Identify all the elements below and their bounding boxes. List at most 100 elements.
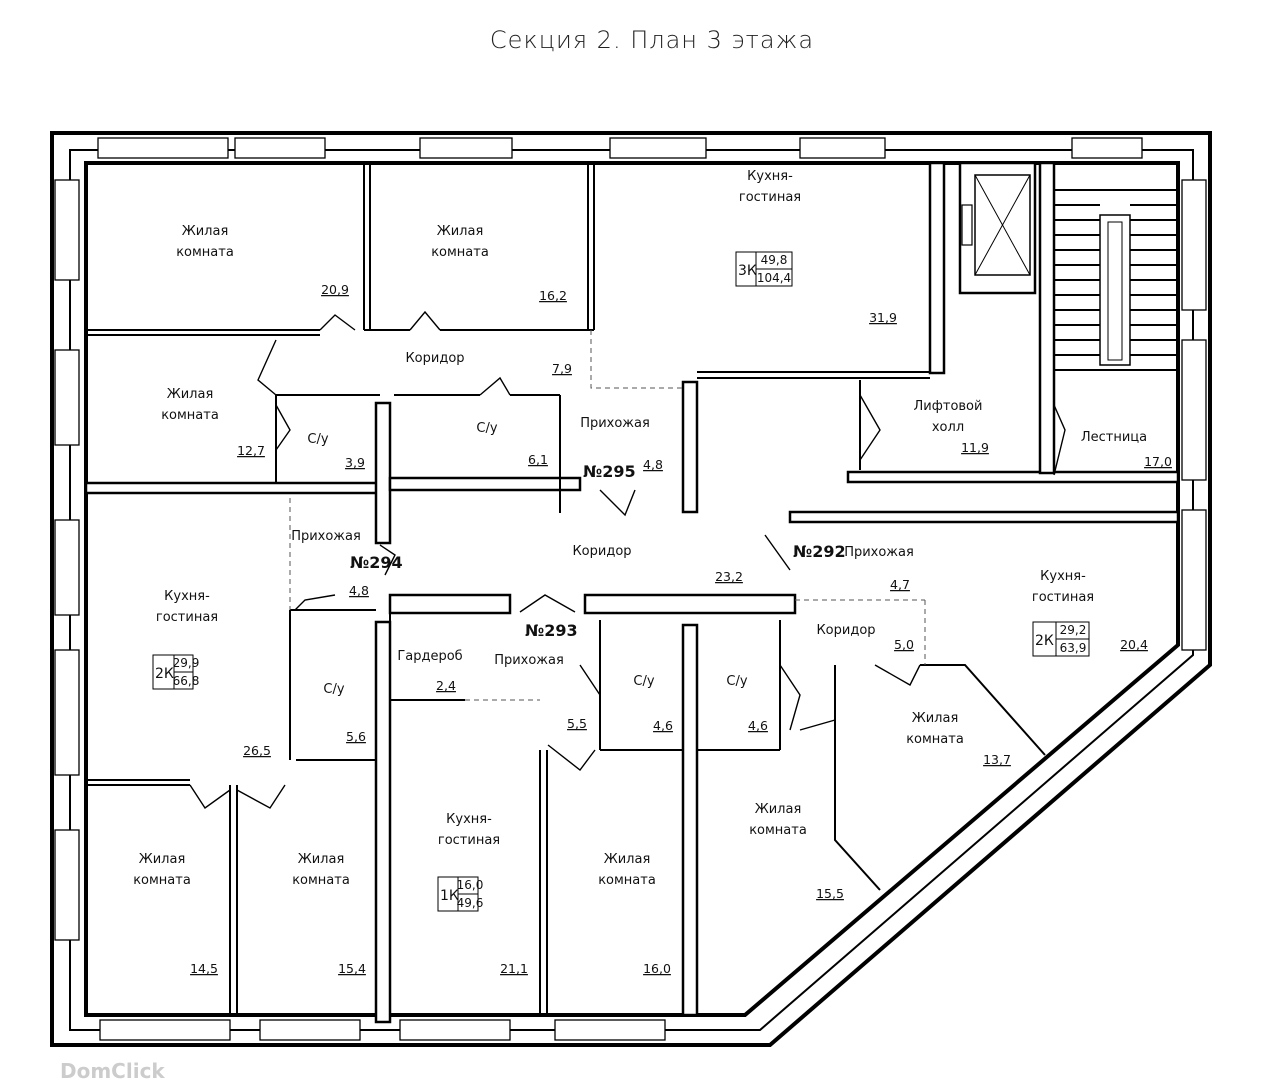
- room-label: комната: [906, 732, 964, 747]
- room-area: 15,5: [816, 886, 844, 901]
- room-area: 4,6: [653, 718, 673, 733]
- room-labels: Жилаякомната20,9Жилаякомната16,2Кухня-го…: [133, 169, 1172, 976]
- room-label: Кухня-: [1040, 569, 1086, 584]
- room-label: Кухня-: [446, 812, 492, 827]
- badge-total-area: 49,6: [457, 896, 484, 910]
- room-label: комната: [133, 873, 191, 888]
- room: Жилая комната 12,7: [161, 387, 265, 458]
- room-label: Коридор: [572, 544, 631, 559]
- windows: [54, 137, 1207, 1041]
- room-label: Жилая: [755, 802, 802, 817]
- room-label: Жилая: [167, 387, 214, 402]
- room: С/у4,6: [726, 674, 768, 733]
- badge-rooms-code: 3К: [738, 263, 757, 279]
- room: Коридор 7,9: [405, 351, 572, 376]
- room-area: 20,4: [1120, 637, 1148, 652]
- apartment-number-294: №294: [350, 553, 403, 572]
- room-area: 23,2: [715, 569, 743, 584]
- room: С/у 3,9: [307, 432, 365, 470]
- room-label: Прихожая: [494, 653, 564, 668]
- apartment-number-293: №293: [525, 621, 578, 640]
- room: С/у6,1: [476, 421, 548, 467]
- outer-walls: [50, 131, 1212, 1047]
- room-area: 16,0: [643, 961, 671, 976]
- room-label: Прихожая: [844, 545, 914, 560]
- badge-total-area: 63,9: [1060, 641, 1087, 655]
- watermark: DomClick: [60, 1059, 165, 1083]
- apartment-badge-295: 3К 49,8 104,4: [735, 251, 793, 287]
- room-area: 31,9: [869, 310, 897, 325]
- room-label: Жилая: [298, 852, 345, 867]
- room: Жилая комната 15,5: [749, 802, 844, 901]
- room-label: Жилая: [437, 224, 484, 239]
- room-label: Жилая: [604, 852, 651, 867]
- badge-total-area: 104,4: [757, 271, 791, 285]
- badge-living-area: 49,8: [761, 253, 788, 267]
- room-label: Лифтовой: [914, 399, 983, 414]
- badge-rooms-code: 1К: [440, 888, 459, 904]
- room-label: гостиная: [438, 833, 500, 848]
- doors: [189, 310, 1066, 809]
- room-label: Жилая: [182, 224, 229, 239]
- room-area: 6,1: [528, 452, 548, 467]
- room-label: гостиная: [156, 610, 218, 625]
- apartment-badge-292: 2К 29,2 63,9: [1032, 621, 1090, 657]
- room-label: комната: [598, 873, 656, 888]
- room-area: 5,0: [894, 637, 914, 652]
- room-label: Кухня-: [747, 169, 793, 184]
- room-label: С/у: [633, 674, 654, 689]
- badge-rooms-code: 2К: [155, 666, 174, 682]
- room-label: комната: [161, 408, 219, 423]
- room: Прихожая 4,7: [844, 545, 914, 592]
- room: Жилая комната 14,5: [133, 852, 218, 976]
- room: С/у 5,6: [323, 682, 366, 744]
- room-label: гостиная: [1032, 590, 1094, 605]
- room-label: С/у: [323, 682, 344, 697]
- room-label: комната: [431, 245, 489, 260]
- room-area: 3,9: [345, 455, 365, 470]
- stairs: [1054, 189, 1176, 371]
- room-label: Коридор: [816, 623, 875, 638]
- room-label: С/у: [307, 432, 328, 447]
- room-area: 12,7: [237, 443, 265, 458]
- plan-title: Секция 2. План 3 этажа: [490, 26, 814, 54]
- room: Кухня-гостиная 31,9: [739, 169, 897, 325]
- room-label: Жилая: [139, 852, 186, 867]
- room-area: 7,9: [552, 361, 572, 376]
- room-label: комната: [749, 823, 807, 838]
- room-area: 14,5: [190, 961, 218, 976]
- room-label: Жилая: [912, 711, 959, 726]
- room: Жилая комната 16,0: [598, 852, 671, 976]
- room-area: 2,4: [436, 678, 456, 693]
- badge-total-area: 66,8: [173, 674, 200, 688]
- room-area: 17,0: [1144, 454, 1172, 469]
- room-area: 15,4: [338, 961, 366, 976]
- room-label: Гардероб: [397, 649, 462, 664]
- room-label: Коридор: [405, 351, 464, 366]
- room-area: 4,7: [890, 577, 910, 592]
- room: Гардероб 2,4: [397, 649, 462, 693]
- interior-walls: [84, 161, 1180, 1024]
- room-area: 13,7: [983, 752, 1011, 767]
- room: Коридор 23,2: [572, 544, 742, 584]
- room-area: 5,6: [346, 729, 366, 744]
- apartment-badge-294: 2К 29,9 66,8: [152, 654, 200, 690]
- room: Жилая комната 13,7: [906, 711, 1011, 767]
- apartment-number-292: №292: [793, 542, 846, 561]
- room-label: гостиная: [739, 190, 801, 205]
- apartment-numbers: №295 №294 №293 №292: [350, 462, 846, 640]
- zone-boundaries: [289, 330, 926, 701]
- room-area: 26,5: [243, 743, 271, 758]
- room-label: Прихожая: [580, 416, 650, 431]
